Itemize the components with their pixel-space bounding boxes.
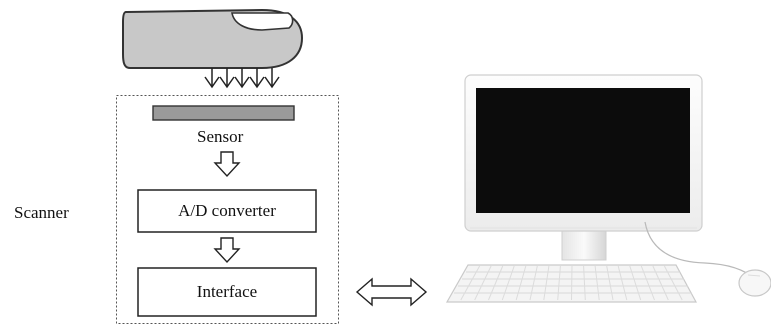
- keyboard-key-divider: [583, 265, 586, 301]
- down-block-arrow-icon: [213, 237, 241, 264]
- double-arrow-icon: [355, 277, 428, 307]
- monitor-screen: [476, 88, 690, 213]
- sensor-bar: [152, 105, 295, 121]
- keyboard-key-divider: [617, 265, 628, 301]
- interface-label: Interface: [196, 282, 258, 301]
- keyboard-icon: [445, 264, 698, 303]
- scan-arrow-icon: [219, 68, 235, 89]
- keyboard-key-divider: [652, 265, 669, 301]
- scan-arrows: [204, 68, 280, 89]
- scan-arrow-icon: [249, 68, 265, 89]
- adc-label: A/D converter: [178, 201, 276, 220]
- mouse-icon: [738, 269, 771, 297]
- keyboard-key-divider: [663, 265, 683, 301]
- keyboard-key-divider: [543, 265, 550, 301]
- keyboard-key-divider: [515, 265, 527, 301]
- adc-box: [137, 189, 317, 233]
- keyboard-key-divider: [594, 265, 600, 301]
- scan-arrow-icon: [204, 68, 220, 89]
- finger-icon: [122, 8, 304, 69]
- keyboard-key-divider: [606, 265, 614, 301]
- interface-box: [137, 267, 317, 317]
- scanner-boundary: [116, 95, 339, 324]
- down-block-arrow-icon: [213, 151, 241, 178]
- keyboard-key-divider: [488, 265, 504, 301]
- keyboard-key-divider: [529, 265, 538, 301]
- keyboard-key-divider: [474, 265, 492, 301]
- keyboard-key-divider: [460, 265, 481, 301]
- keyboard-key-divider: [571, 265, 573, 301]
- scan-arrow-icon: [234, 68, 250, 89]
- mouse-cable: [644, 221, 756, 280]
- scan-arrow-icon: [264, 68, 280, 89]
- scanner-label: Scanner: [14, 203, 69, 222]
- sensor-label: Sensor: [197, 127, 244, 146]
- keyboard-key-divider: [640, 265, 655, 301]
- keyboard-key-divider: [629, 265, 642, 301]
- keyboard-key-divider: [557, 265, 561, 301]
- desktop-computer-icon: [464, 74, 703, 261]
- keyboard-key-divider: [501, 265, 515, 301]
